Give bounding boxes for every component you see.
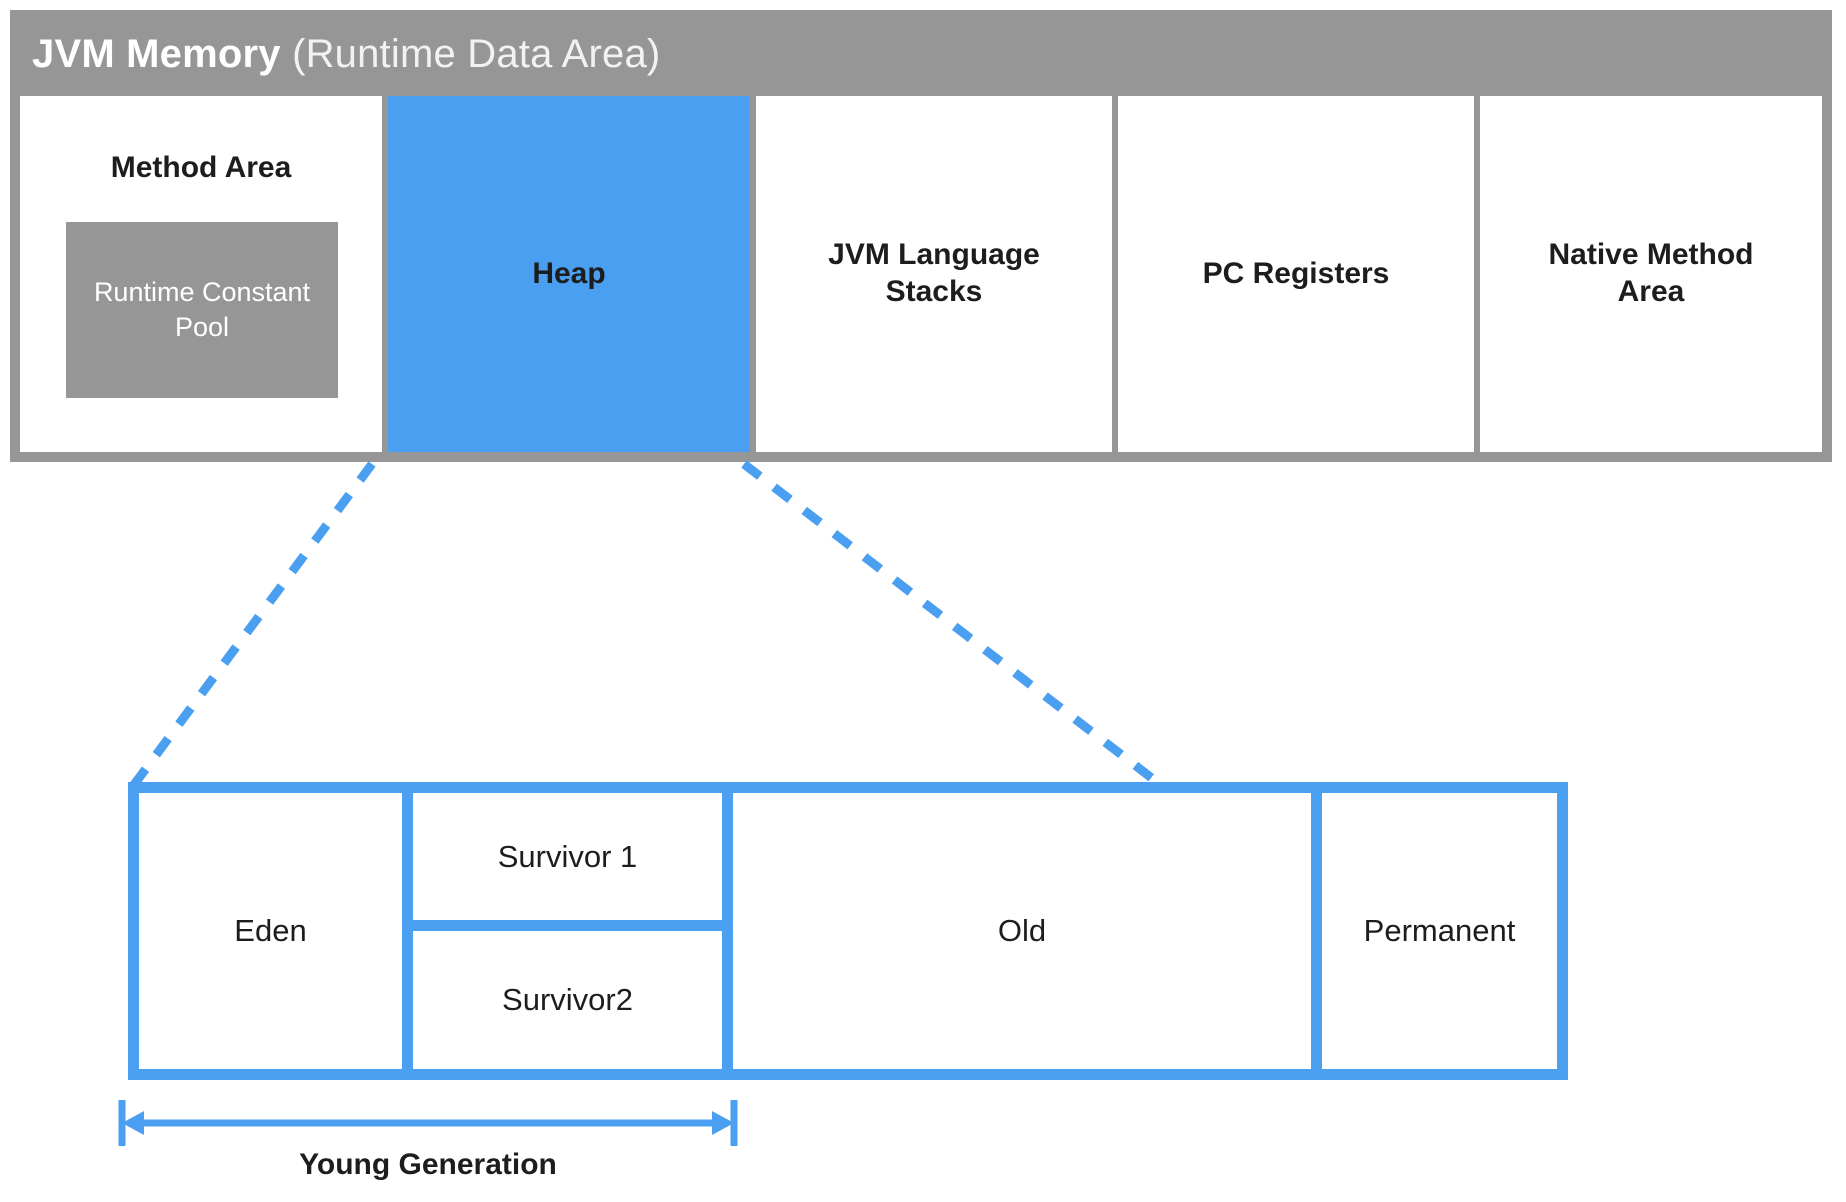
jvm-language-stacks-line2: Stacks — [885, 275, 983, 308]
jvm-language-stacks-label: JVM Language Stacks — [828, 237, 1040, 310]
jvm-language-stacks-line1: JVM Language — [828, 238, 1040, 272]
young-generation-label: Young Generation — [299, 1148, 557, 1181]
heap-label: Heap — [532, 256, 606, 290]
page-title-light: (Runtime Data Area) — [280, 32, 661, 76]
old-label: Old — [997, 913, 1047, 948]
young-generation-measure: Young Generation — [118, 1098, 738, 1198]
runtime-data-area-cells: Method Area Runtime Constant Pool Heap J… — [20, 96, 1822, 452]
eden-label: Eden — [234, 913, 307, 948]
jvm-memory-frame: JVM Memory (Runtime Data Area) Method Ar… — [10, 10, 1832, 462]
heap-region-survivors: Survivor 1 Survivor2 — [413, 793, 733, 1069]
heap-region-survivor1[interactable]: Survivor 1 — [413, 793, 722, 931]
heap-region-eden[interactable]: Eden — [139, 793, 413, 1069]
pc-registers-label: PC Registers — [1202, 256, 1390, 290]
connector-line-left — [129, 461, 376, 789]
memory-cell-pc-registers[interactable]: PC Registers — [1118, 96, 1474, 452]
heap-region-permanent[interactable]: Permanent — [1322, 793, 1557, 1069]
method-area-label: Method Area — [110, 151, 292, 184]
native-method-area-line2: Area — [1617, 275, 1685, 308]
native-method-area-label: Native Method Area — [1548, 237, 1753, 310]
runtime-constant-pool-box[interactable]: Runtime Constant Pool — [66, 222, 338, 398]
survivor1-label: Survivor 1 — [497, 838, 638, 874]
survivor2-label: Survivor2 — [502, 982, 633, 1017]
memory-cell-native-method-area[interactable]: Native Method Area — [1480, 96, 1822, 452]
heap-region-old[interactable]: Old — [733, 793, 1322, 1069]
memory-cell-jvm-language-stacks[interactable]: JVM Language Stacks — [756, 96, 1112, 452]
page-title: JVM Memory (Runtime Data Area) — [32, 26, 660, 82]
runtime-constant-pool-label: Runtime Constant Pool — [93, 276, 311, 342]
memory-cell-heap[interactable]: Heap — [388, 96, 750, 452]
young-generation-arrow-icon — [118, 1100, 738, 1146]
memory-cell-method-area[interactable]: Method Area Runtime Constant Pool — [20, 96, 382, 452]
heap-detail-box: Eden Survivor 1 Survivor2 Old Permanent — [128, 782, 1568, 1080]
connector-line-right — [741, 460, 1165, 790]
native-method-area-line1: Native Method — [1548, 238, 1754, 272]
permanent-label: Permanent — [1363, 913, 1516, 948]
page-title-strong: JVM Memory — [32, 32, 281, 76]
heap-region-survivor2[interactable]: Survivor2 — [413, 931, 722, 1069]
